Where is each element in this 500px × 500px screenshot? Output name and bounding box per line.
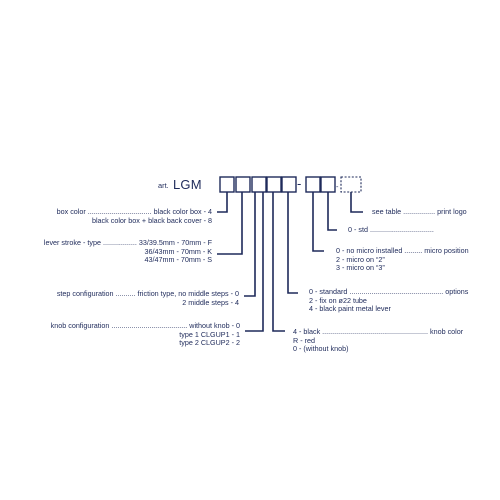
connector-knob-configuration	[245, 192, 264, 332]
step-configuration-label: step configuration .......... friction t…	[56, 289, 239, 307]
knob-color-line: 4 - black ..............................…	[293, 327, 464, 336]
lever-stroke-label: lever stroke - type ................. 33…	[43, 238, 213, 265]
knob-configuration-label: knob configuration .....................…	[50, 321, 240, 348]
art-label: art.	[158, 181, 169, 190]
connector-micro-position	[312, 192, 324, 252]
micro-position-line: 2 - micro on “2”	[336, 254, 385, 264]
knob-configuration-line: knob configuration .....................…	[50, 321, 240, 330]
code-box-1	[219, 176, 235, 193]
connector-box-color	[217, 192, 228, 213]
code-box-7	[320, 176, 336, 193]
knob-color-label: 4 - black ..............................…	[293, 327, 464, 354]
connector-options	[287, 192, 298, 294]
micro-position-line: 0 - no micro installed ......... micro p…	[336, 246, 469, 255]
step-configuration-line: step configuration .......... friction t…	[56, 289, 239, 298]
lever-stroke-line: lever stroke - type ................. 33…	[43, 238, 212, 247]
connector-print-logo	[350, 192, 363, 213]
code-prefix: LGM	[173, 177, 202, 192]
options-label: 0 - standard ...........................…	[309, 287, 469, 314]
print-logo-line: see table ................ print logo	[372, 207, 467, 216]
knob-color-line: 0 - (without knob)	[293, 344, 349, 354]
knob-color-line: R - red	[293, 335, 315, 345]
micro-position-label: 0 - no micro installed ......... micro p…	[336, 246, 469, 273]
connector-knob-color	[272, 192, 285, 332]
box-color-label: box color ..............................…	[56, 207, 212, 225]
lever-stroke-line: 36/43mm - 70mm - K	[144, 246, 213, 256]
code-dash-2: -	[336, 182, 339, 191]
connector-std	[327, 192, 337, 231]
box-color-line: black color box + black back cover - 8	[91, 215, 212, 225]
code-box-8-dashed	[340, 176, 362, 193]
print-logo-label: see table ................ print logo	[372, 207, 467, 217]
connector-step-configuration	[244, 192, 256, 297]
knob-configuration-line: type 1 CLGUP1 - 1	[179, 329, 240, 339]
connector-lever-stroke	[217, 192, 243, 255]
code-box-2	[235, 176, 251, 193]
lever-stroke-line: 43/47mm - 70mm - S	[144, 255, 213, 265]
code-box-5	[281, 176, 297, 193]
options-line: 2 - fix on ø22 tube	[309, 295, 367, 305]
box-color-line: box color ..............................…	[56, 207, 212, 216]
std-label: 0 - std ................................	[348, 225, 434, 235]
options-line: 4 - black paint metal lever	[309, 304, 391, 314]
options-line: 0 - standard ...........................…	[309, 287, 469, 296]
std-line: 0 - std ................................	[348, 225, 434, 234]
step-configuration-line: 2 middle steps - 4	[182, 297, 239, 307]
code-box-6	[305, 176, 321, 193]
knob-configuration-line: type 2 CLGUP2 - 2	[179, 338, 240, 348]
code-box-4	[266, 176, 282, 193]
code-dash-1: -	[297, 176, 302, 191]
micro-position-line: 3 - micro on “3”	[336, 263, 385, 273]
code-box-3	[251, 176, 267, 193]
